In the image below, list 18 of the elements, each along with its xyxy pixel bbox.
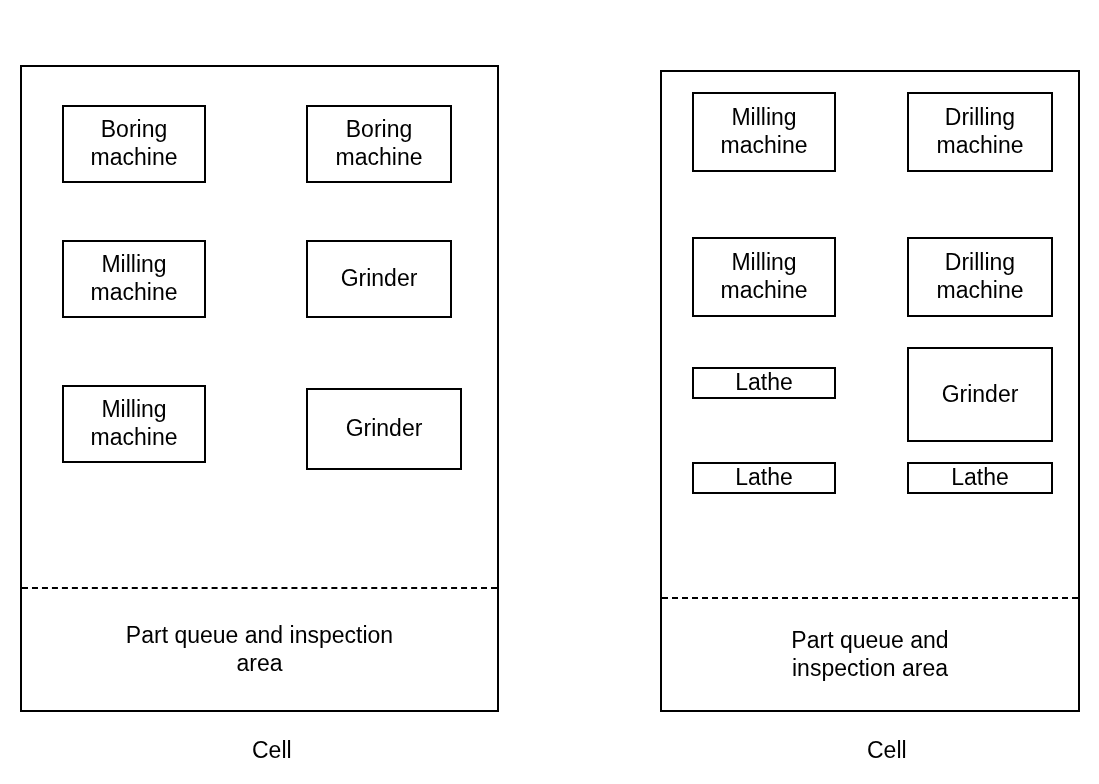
machine-box: Lathe: [907, 462, 1053, 494]
cell-caption: Cell: [867, 737, 907, 764]
machine-box: Boring machine: [306, 105, 452, 183]
machine-box: Lathe: [692, 462, 836, 494]
machine-box: Grinder: [306, 388, 462, 470]
inspection-area: Part queue and inspection area: [22, 587, 497, 710]
machine-box: Grinder: [306, 240, 452, 318]
machine-box: Boring machine: [62, 105, 206, 183]
machine-box: Milling machine: [692, 237, 836, 317]
cell-caption: Cell: [252, 737, 292, 764]
machine-box: Drilling machine: [907, 237, 1053, 317]
machine-box: Milling machine: [62, 385, 206, 463]
machine-box: Lathe: [692, 367, 836, 399]
machine-box: Milling machine: [692, 92, 836, 172]
machine-box: Milling machine: [62, 240, 206, 318]
machine-box: Grinder: [907, 347, 1053, 442]
machine-box: Drilling machine: [907, 92, 1053, 172]
inspection-area: Part queue and inspection area: [662, 597, 1078, 710]
